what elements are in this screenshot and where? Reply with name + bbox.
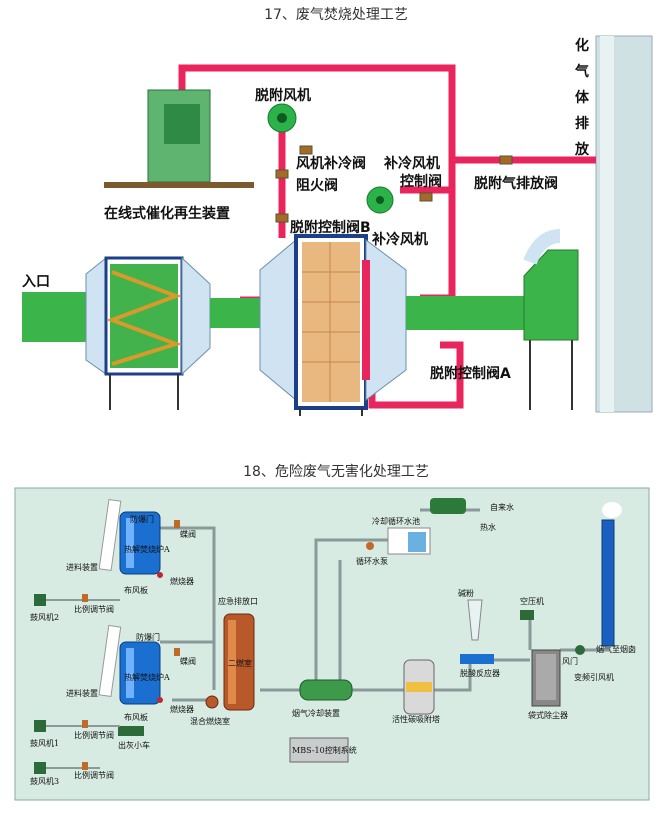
label-control-system: MBS-10控制系统	[292, 745, 357, 755]
valve-icon	[419, 192, 433, 202]
label-prop-valve-3: 比例调节阀	[74, 770, 114, 780]
svg-text:体: 体	[575, 89, 590, 106]
label-grate-1: 布风板	[124, 585, 148, 595]
label-secondary-chamber: 二燃室	[228, 658, 252, 668]
label-adsorb-valve-a: 脱附控制阀A	[430, 365, 511, 382]
label-incinerator-1: 热解焚烧炉A	[124, 544, 170, 554]
label-carbon-tower: 活性碳吸附塔	[392, 714, 440, 724]
label-emergency-outlet: 应急排放口	[218, 596, 258, 606]
label-flue-cooler: 烟气冷却装置	[292, 708, 340, 718]
valve-icon	[275, 169, 289, 179]
label-burner-1: 燃烧器	[170, 576, 194, 586]
blower-3-icon	[34, 762, 46, 774]
label-butterfly-1: 蝶阀	[180, 529, 196, 539]
outlet-duct	[406, 296, 524, 330]
circulation-pump-icon	[366, 542, 374, 550]
inlet-duct	[22, 292, 86, 342]
label-incinerator-2: 热解焚烧炉A	[124, 672, 170, 682]
butterfly-valve-icon	[174, 648, 180, 656]
label-inlet: 入口	[22, 274, 50, 290]
label-air-valve: 风门	[562, 656, 578, 666]
deacid-reactor	[460, 654, 494, 664]
alkali-hopper	[467, 599, 483, 641]
label-baghouse: 袋式除尘器	[528, 710, 568, 720]
flue-cooler	[299, 679, 353, 701]
svg-text:放: 放	[574, 141, 590, 158]
label-circ-pump: 循环水泵	[356, 556, 388, 566]
label-explosion-door-2: 防爆门	[136, 632, 160, 642]
label-exhaust-valve: 脱附气排放阀	[474, 175, 558, 192]
label-feeder-1: 进料装置	[66, 562, 98, 572]
blower-1-icon	[34, 720, 46, 732]
label-cool-fan-valve-line1: 补冷风机	[383, 155, 440, 172]
label-ash-cart: 出灰小车	[118, 740, 150, 750]
label-cool-fan: 补冷风机	[371, 231, 428, 248]
valve-icon	[275, 213, 289, 223]
label-tap-water: 自来水	[490, 502, 514, 512]
label-feeder-2: 进料装置	[66, 688, 98, 698]
exhaust-fan	[523, 249, 579, 341]
label-fan-cool-valve: 风机补冷阀	[296, 155, 366, 172]
label-chimney: 烟气至烟囱	[596, 644, 636, 654]
label-air-compressor: 空压机	[520, 596, 544, 606]
induced-fan-icon	[575, 645, 585, 655]
chimney-2	[601, 519, 615, 647]
diagram1-caption: 17、废气焚烧处理工艺	[264, 7, 408, 23]
svg-text:排: 排	[575, 115, 589, 132]
label-explosion-door-1: 防爆门	[130, 514, 154, 524]
label-blower-2: 鼓风机2	[30, 612, 59, 622]
valve-icon	[299, 145, 313, 155]
label-induced-fan: 变频引风机	[574, 672, 614, 682]
butterfly-valve-icon	[174, 520, 180, 528]
label-butterfly-2: 蝶阀	[180, 656, 196, 666]
label-grate-2: 布风板	[124, 712, 148, 722]
label-hot-water: 热水	[480, 522, 496, 532]
chimney-label-vertical: 化 气 体 排 放	[574, 37, 590, 158]
svg-text:气: 气	[574, 63, 589, 80]
control-system-box	[289, 737, 349, 763]
label-adsorb-valve-b: 脱附控制阀B	[290, 219, 371, 236]
label-cool-fan-valve-line2: 控制阀	[400, 173, 442, 190]
label-prop-valve-2: 比例调节阀	[74, 730, 114, 740]
label-blower-3: 鼓风机3	[30, 776, 59, 786]
label-prop-valve-1: 比例调节阀	[74, 604, 114, 614]
air-compressor-icon	[520, 610, 534, 620]
svg-text:化: 化	[575, 37, 589, 54]
label-blower-1: 鼓风机1	[30, 738, 59, 748]
label-deacid-reactor: 脱酸反应器	[460, 668, 500, 678]
mixing-chamber	[205, 695, 219, 709]
label-alkali-powder: 碱粉	[458, 588, 474, 598]
label-catalytic-device: 在线式催化再生装置	[104, 205, 230, 222]
ash-cart-icon	[118, 726, 144, 736]
blower-2-icon	[34, 594, 46, 606]
diagram2-caption: 18、危险废气无害化处理工艺	[243, 464, 429, 480]
label-desorption-fan: 脱附风机	[255, 87, 311, 104]
valve-icon	[499, 155, 513, 165]
label-fire-valve: 阻火阀	[296, 177, 338, 194]
diagram1-canvas: 化 气 体 排 放 脱附风机 在线式催化再生装置 风机补冷阀 阻火阀 补冷风机 …	[22, 35, 653, 416]
label-mixing-chamber: 混合燃烧室	[190, 716, 230, 726]
water-tank	[430, 498, 466, 514]
label-cooling-pool: 冷却循环水池	[372, 516, 420, 526]
label-burner-2: 燃烧器	[170, 704, 194, 714]
